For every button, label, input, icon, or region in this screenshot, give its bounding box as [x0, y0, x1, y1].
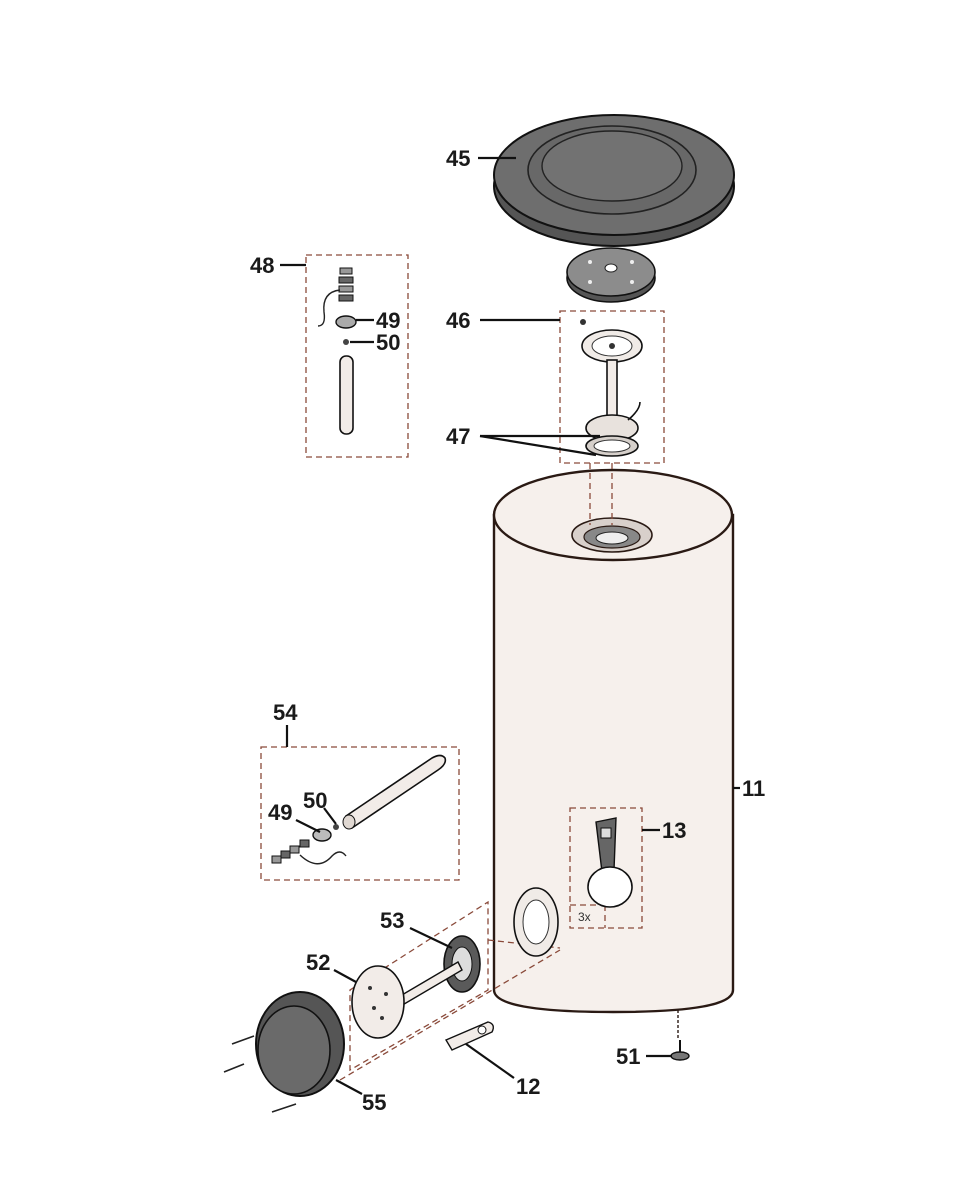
top-heating-element — [580, 319, 643, 457]
leader-49b — [295, 819, 321, 833]
clip-part — [444, 1021, 495, 1051]
callout-53: 53 — [380, 908, 404, 933]
side-anode-group-box — [260, 746, 460, 881]
thermostat-group-box — [569, 807, 643, 929]
callout-12: 12 — [516, 1074, 540, 1099]
leader-53 — [409, 927, 453, 949]
leader-50b — [323, 807, 337, 825]
anode-group-box — [305, 254, 409, 458]
callout-52: 52 — [306, 950, 330, 975]
callout-49-side: 49 — [268, 800, 292, 825]
tank-body — [492, 468, 735, 1040]
anode-rod-top — [317, 267, 357, 435]
quantity-note: 3x — [578, 910, 591, 924]
foot-part — [670, 1040, 690, 1061]
callout-13: 13 — [662, 818, 686, 843]
thermostat — [587, 817, 633, 908]
element-group-box — [559, 310, 665, 464]
top-cover — [493, 114, 735, 247]
callout-51: 51 — [616, 1044, 640, 1069]
callout-45: 45 — [446, 146, 470, 171]
callout-49-top: 49 — [376, 308, 400, 333]
leader-12 — [465, 1043, 515, 1079]
leader-47b — [479, 434, 597, 457]
side-element-assembly — [223, 887, 561, 1113]
side-assembly-box — [349, 900, 489, 1072]
callout-50-top: 50 — [376, 330, 400, 355]
anode-rod-side — [271, 754, 447, 865]
callout-54: 54 — [273, 700, 298, 725]
callout-50-side: 50 — [303, 788, 327, 813]
callout-55: 55 — [362, 1090, 386, 1115]
callout-46: 46 — [446, 308, 470, 333]
cover-plate — [566, 247, 656, 303]
leader-55 — [335, 1079, 363, 1095]
callout-47: 47 — [446, 424, 470, 449]
callout-11: 11 — [742, 776, 765, 801]
callout-48: 48 — [250, 253, 274, 278]
leader-52 — [333, 969, 357, 983]
dash-guide — [339, 949, 561, 1081]
